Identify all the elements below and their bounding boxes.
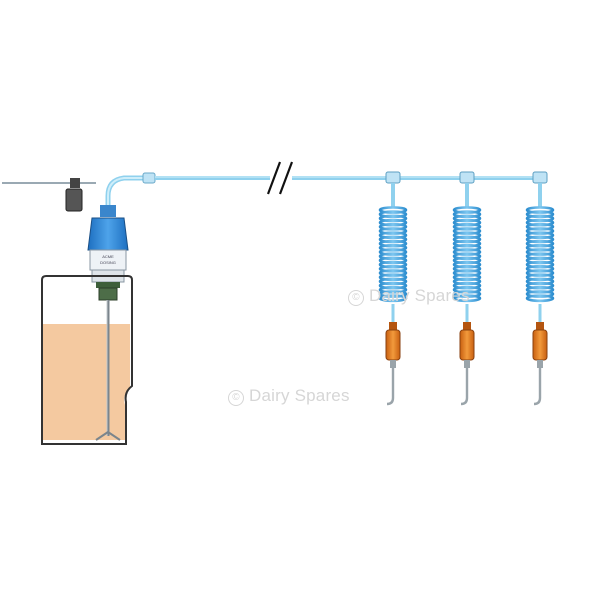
tee-connector — [532, 171, 548, 184]
coil-hose-icon — [452, 206, 482, 303]
outlet-drop-1 — [378, 171, 408, 406]
coil-hose-icon — [525, 206, 555, 303]
watermark-1: © Dairy Spares — [348, 286, 470, 306]
watermark-2: © Dairy Spares — [228, 386, 350, 406]
spray-wand — [533, 368, 542, 406]
spray-wand — [460, 368, 469, 406]
inlet-valve — [65, 178, 83, 212]
outlet-drop-2 — [452, 171, 482, 406]
pump-label-top: ACME — [102, 254, 114, 259]
watermark-2-text: Dairy Spares — [249, 386, 350, 405]
spray-gun-icon — [532, 322, 548, 406]
container-icon — [41, 275, 133, 445]
pump-label-bottom: DOSING — [100, 260, 116, 265]
outlet-drop-3 — [525, 171, 555, 406]
coil-hose-icon — [378, 206, 408, 303]
tee-connector — [459, 171, 475, 184]
pump-icon: ACME DOSING — [87, 205, 129, 301]
spray-wand — [386, 368, 395, 406]
break-mark-icon — [266, 161, 294, 195]
container-outline — [41, 275, 133, 445]
copyright-icon: © — [228, 390, 244, 406]
container-liquid — [43, 324, 130, 440]
spray-gun-icon — [385, 322, 401, 406]
tee-connector — [385, 171, 401, 184]
copyright-icon: © — [348, 290, 364, 306]
watermark-1-text: Dairy Spares — [369, 286, 470, 305]
tube-connector — [142, 172, 156, 184]
spray-gun-icon — [459, 322, 475, 406]
